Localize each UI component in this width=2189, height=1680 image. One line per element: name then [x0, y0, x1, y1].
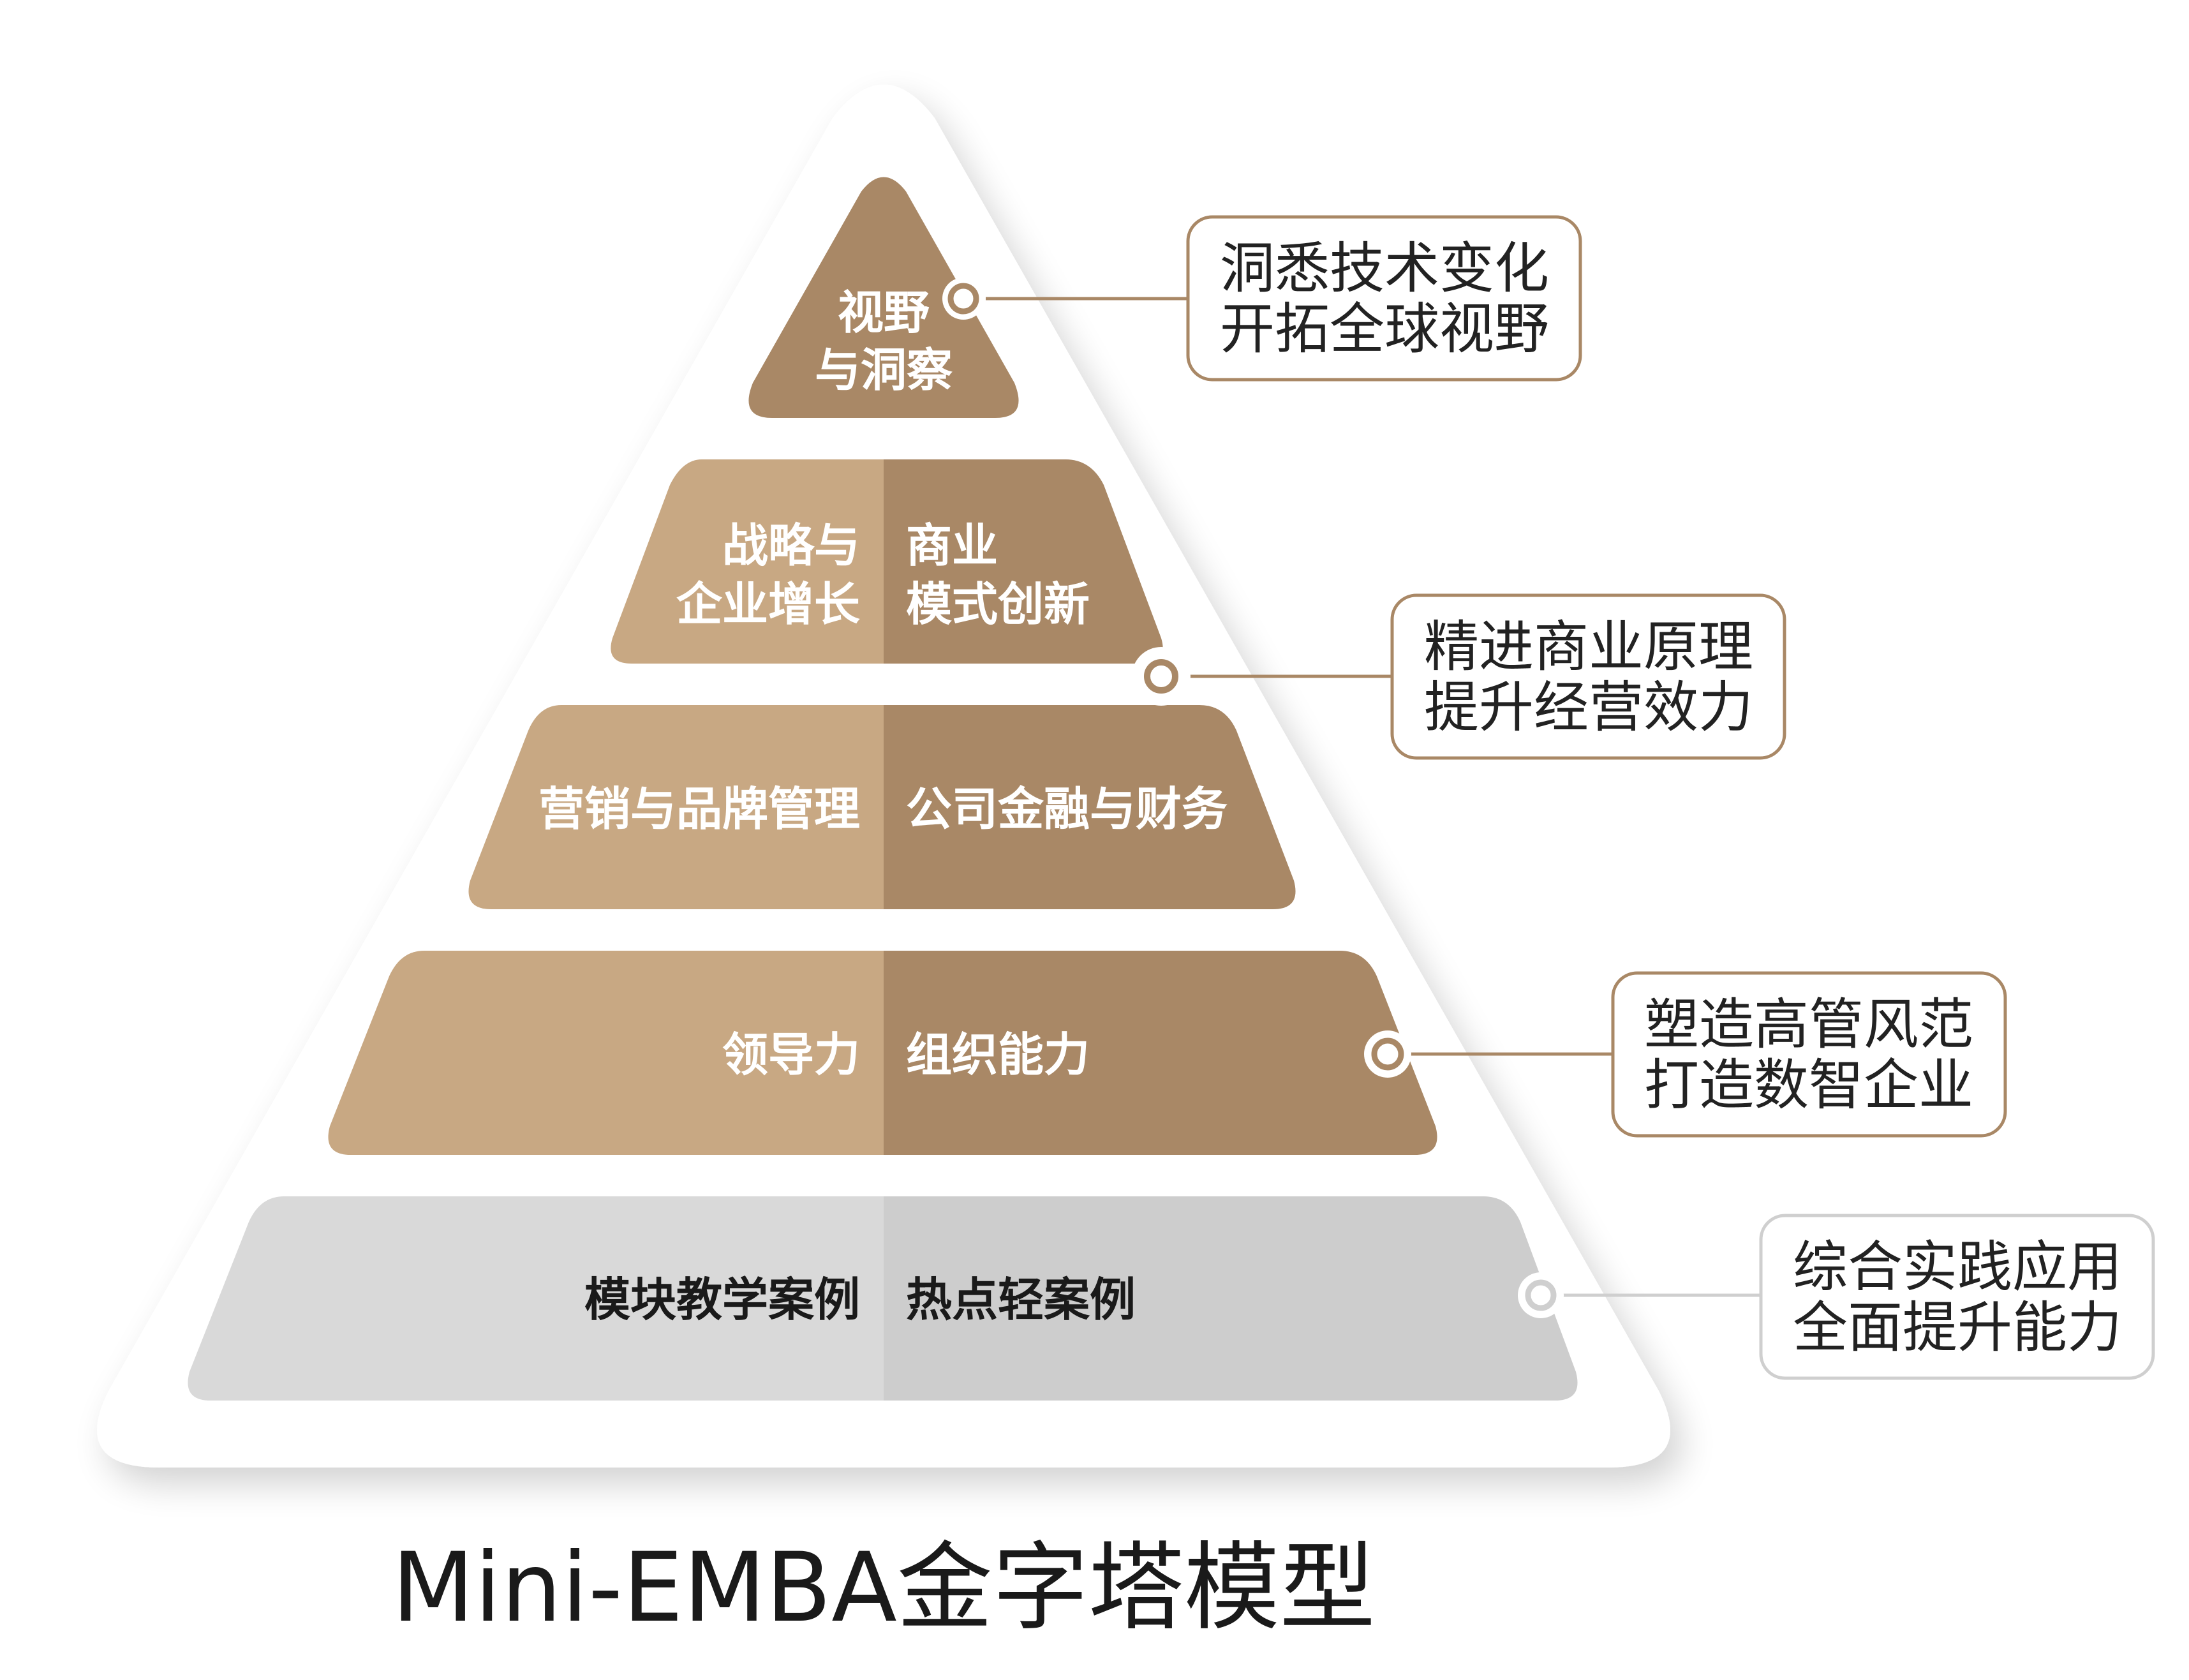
tier-2: 战略与 企业增长 商业 模式创新	[611, 459, 1163, 664]
callout-2-box	[1390, 593, 1786, 760]
callout-4-dot-ring	[1525, 1279, 1557, 1311]
tier-3-right-shape	[884, 705, 1296, 909]
callout-4: 综合实践应用 全面提升能力	[1518, 1214, 2155, 1380]
tier-4: 领导力 组织能力	[328, 951, 1437, 1155]
tier-4-right-line1: 组织能力	[906, 1028, 1090, 1082]
tier-3-left-shape	[468, 705, 884, 909]
tier-2-left-line2: 企业增长	[676, 577, 860, 631]
callout-4-box	[1759, 1214, 2155, 1380]
tier-base-left-shape	[188, 1196, 884, 1401]
tier-3-left-line1: 营销与品牌管理	[538, 782, 860, 836]
callout-3-line1: 塑造高管风范	[1644, 993, 1973, 1057]
callout-1: 洞悉技术变化 开拓全球视野	[942, 215, 1582, 382]
callout-1-line2: 开拓全球视野	[1220, 297, 1549, 361]
callout-3-line2: 打造数智企业	[1644, 1053, 1973, 1117]
callout-1-line1: 洞悉技术变化	[1220, 237, 1549, 301]
callout-1-dot-ring	[947, 283, 979, 315]
callout-2-dot-ring	[1144, 659, 1178, 694]
tier-top: 视野 与洞察	[748, 177, 1019, 418]
callout-4-line1: 综合实践应用	[1793, 1235, 2122, 1299]
tier-2-right-line1: 商业	[906, 519, 998, 572]
callout-1-box	[1186, 215, 1582, 382]
tier-top-label-line1: 视野	[838, 286, 930, 339]
callout-2-line1: 精进商业原理	[1424, 615, 1753, 679]
callout-3-box	[1611, 971, 2007, 1138]
tier-4-left-shape	[328, 951, 884, 1155]
tier-base: 模块教学案例 热点轻案例	[188, 1196, 1578, 1401]
tier-base-right-shape	[884, 1196, 1578, 1401]
callout-4-line2: 全面提升能力	[1793, 1296, 2122, 1360]
tier-base-left-line1: 模块教学案例	[584, 1273, 860, 1327]
diagram-title: Mini-EMBA金字塔模型	[392, 1533, 1376, 1644]
tier-4-right-shape	[884, 951, 1437, 1155]
tier-2-right-line2: 模式创新	[906, 577, 1090, 631]
tier-3: 营销与品牌管理 公司金融与财务	[468, 705, 1296, 909]
callout-3-dot-ring	[1371, 1037, 1404, 1071]
tier-base-right-line1: 热点轻案例	[906, 1273, 1136, 1327]
callout-3: 塑造高管风范 打造数智企业	[1364, 971, 2007, 1138]
tier-2-left-line1: 战略与	[722, 519, 860, 572]
tier-3-right-line1: 公司金融与财务	[906, 782, 1228, 836]
callout-2: 精进商业原理 提升经营效力	[1132, 593, 1786, 760]
tier-2-left-shape	[611, 459, 884, 664]
tier-top-shape	[748, 177, 1019, 418]
tier-top-label-line2: 与洞察	[815, 343, 953, 397]
tier-4-left-line1: 领导力	[722, 1028, 860, 1082]
tier-2-right-shape	[884, 459, 1163, 664]
callout-2-line2: 提升经营效力	[1424, 676, 1753, 740]
